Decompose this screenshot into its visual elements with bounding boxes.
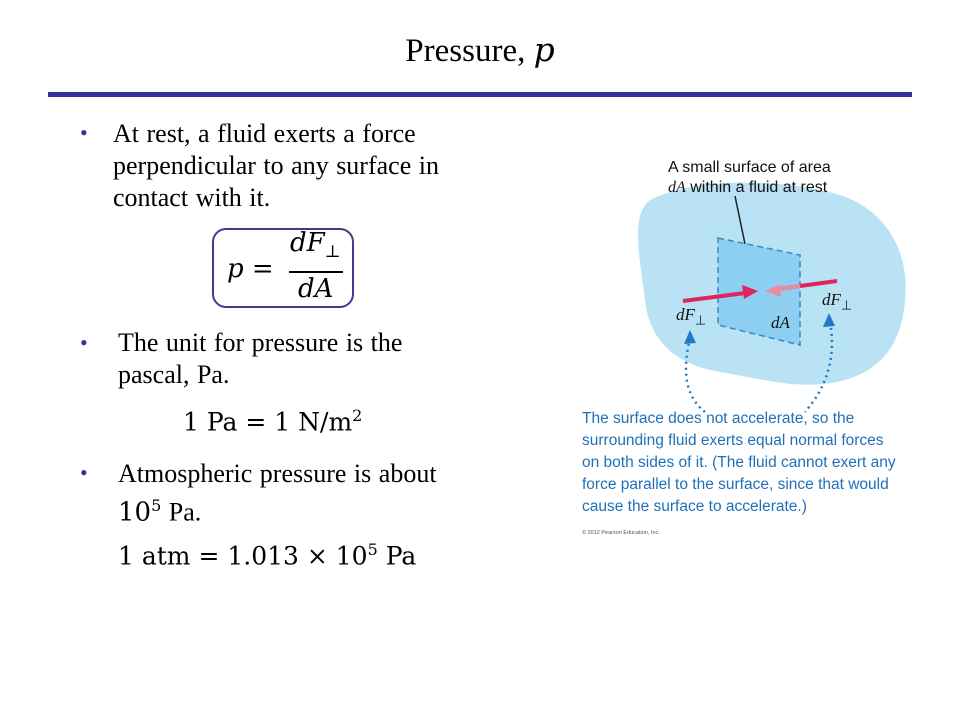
fraction-line [289, 271, 343, 273]
caption-line-3: on both sides of it. (The fluid cannot e… [582, 454, 896, 471]
dotted-arrowhead-right [823, 313, 835, 327]
formula-numerator-sub: ⊥ [324, 242, 341, 263]
figure-top-label-line-1: A small surface of area [668, 159, 831, 176]
slide-title: Pressure, p [0, 30, 960, 71]
atm-equation-suffix: Pa [377, 541, 417, 571]
atm-equation-text: 1 atm = 1.013 × 10 [118, 541, 368, 571]
bullet-text-1: At rest, a fluid exerts a force perpendi… [113, 118, 439, 214]
atm-equation-sup: 5 [367, 540, 378, 559]
bullet-3-line-2: 105 Pa. [118, 490, 437, 529]
bullet-marker-2: • [80, 330, 88, 355]
bullet-2-line-2: pascal, Pa. [118, 360, 230, 389]
surface-label: dA [771, 313, 790, 332]
bullet-2-line-1: The unit for pressure is the [118, 328, 403, 357]
surface-element [717, 237, 801, 346]
force-arrow-left [682, 291, 746, 303]
bullet-1-line-2: perpendicular to any surface in [113, 151, 439, 180]
atm-equation: 1 atm = 1.013 × 105 Pa [118, 540, 416, 570]
bullet-text-3: Atmospheric pressure is about 105 Pa. [118, 458, 437, 529]
force-label-left-sub: ⊥ [694, 312, 707, 328]
figure-caption: The surface does not accelerate, so the … [582, 408, 896, 518]
bullet-marker-3: • [80, 460, 88, 485]
dotted-arrow-left [684, 337, 706, 413]
bullet-3-power-base: 10 [118, 497, 152, 528]
force-label-right-sub: ⊥ [840, 297, 853, 313]
formula-box [212, 228, 354, 308]
figure-top-label: A small surface of area dA within a flui… [668, 158, 831, 198]
title-text: Pressure, [405, 33, 526, 69]
caption-line-1: The surface does not accelerate, so the [582, 410, 855, 427]
bullet-1-line-1: At rest, a fluid exerts a force [113, 119, 416, 148]
formula-numerator: dF⊥ [290, 228, 341, 262]
force-arrowhead-left [742, 285, 758, 299]
bullet-text-2: The unit for pressure is the pascal, Pa. [118, 327, 402, 391]
caption-line-5: cause the surface to accelerate.) [582, 498, 807, 515]
bullet-3-power-exp: 5 [151, 496, 162, 515]
dotted-arrowhead-left [684, 330, 696, 344]
caption-line-2: surrounding fluid exerts equal normal fo… [582, 432, 884, 449]
force-arrowhead-right [765, 284, 781, 297]
force-arrow-right-inner [777, 284, 801, 291]
bullet-3-line-1: Atmospheric pressure is about [118, 459, 437, 488]
force-label-right: dF⊥ [822, 290, 852, 315]
force-label-left-text: dF [676, 305, 695, 324]
unit-equation: 1 Pa = 1 N/m2 [183, 406, 362, 436]
dotted-arrow-right [804, 321, 834, 413]
formula-numerator-text: dF [290, 228, 325, 258]
title-variable: p [533, 30, 555, 69]
bullet-1-line-3: contact with it. [113, 183, 271, 212]
figure-top-label-line-2: dA within a fluid at rest [668, 178, 831, 198]
unit-equation-sup: 2 [352, 406, 363, 425]
label-pointer [734, 195, 746, 245]
figure-top-label-rest: within a fluid at rest [690, 179, 828, 196]
unit-equation-text: 1 Pa = 1 N/m [183, 407, 353, 437]
title-rule [48, 92, 912, 97]
copyright-notice: © 2012 Pearson Education, Inc. [582, 530, 660, 536]
bullet-3-unit: Pa. [161, 497, 202, 527]
caption-line-4: force parallel to the surface, since tha… [582, 476, 889, 493]
force-label-left: dF⊥ [676, 305, 706, 330]
bullet-marker-1: • [80, 120, 88, 145]
force-label-right-text: dF [822, 290, 841, 309]
formula-denominator: dA [298, 274, 334, 304]
formula-lhs: p = [227, 254, 274, 284]
figure-top-label-var: dA [668, 179, 686, 196]
